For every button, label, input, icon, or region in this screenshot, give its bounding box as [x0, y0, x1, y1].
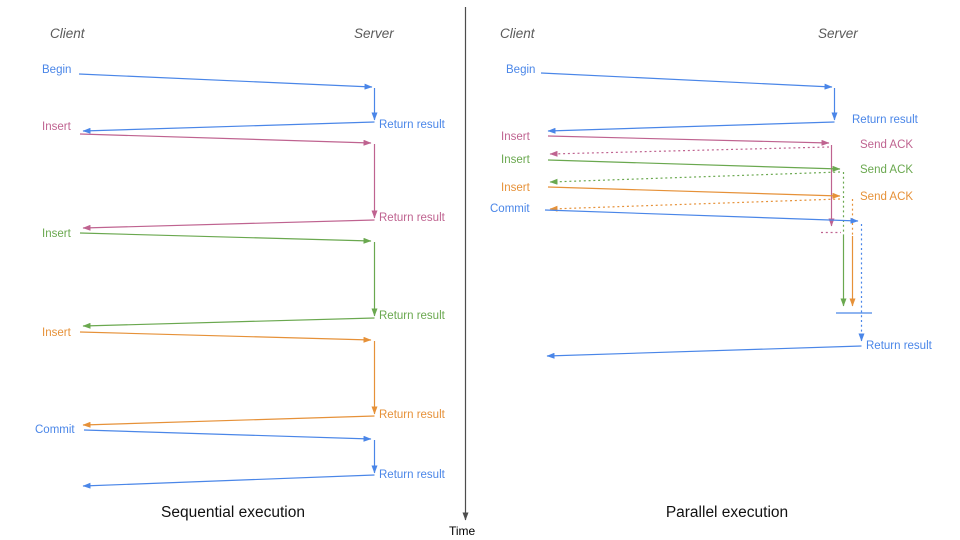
- message-label: Send ACK: [860, 164, 914, 176]
- message-arrow: [544, 209, 859, 224]
- message-arrow: [547, 135, 830, 146]
- right-panel-client-header: Client: [500, 26, 535, 41]
- message-label: Return result: [852, 114, 918, 126]
- left-panel-client-header: Client: [50, 26, 85, 41]
- message-label: Begin: [506, 64, 536, 76]
- message-arrow: [549, 171, 841, 185]
- message-label: Return result: [379, 469, 445, 481]
- message-arrow: [82, 219, 375, 231]
- message-label: Insert: [501, 154, 530, 166]
- message-label: Begin: [42, 64, 72, 76]
- left-panel-server-header: Server: [354, 26, 394, 41]
- message-arrow: [549, 198, 841, 212]
- message-arrow: [82, 415, 375, 428]
- message-label: Return result: [379, 212, 445, 224]
- message-arrow: [549, 146, 830, 157]
- right-panel-server-header: Server: [818, 26, 858, 41]
- message-arrow: [82, 474, 375, 489]
- message-label: Send ACK: [860, 191, 914, 203]
- message-label: Commit: [490, 203, 530, 215]
- message-arrow: [78, 73, 373, 90]
- message-arrow: [79, 232, 372, 244]
- message-arrow: [82, 121, 375, 134]
- message-arrow: [83, 429, 372, 442]
- message-arrow: [547, 186, 841, 199]
- message-arrow: [546, 345, 862, 359]
- message-label: Return result: [379, 409, 445, 421]
- message-label: Insert: [42, 228, 71, 240]
- message-label: Insert: [501, 182, 530, 194]
- message-arrow: [540, 72, 833, 90]
- message-arrow: [79, 331, 372, 343]
- message-arrow: [79, 133, 372, 146]
- message-label: Insert: [42, 121, 71, 133]
- message-arrow: [547, 121, 835, 134]
- message-label: Commit: [35, 424, 75, 436]
- message-arrow: [547, 159, 841, 172]
- message-label: Return result: [866, 340, 932, 352]
- message-label: Insert: [42, 327, 71, 339]
- sequential-execution-title: Sequential execution: [161, 504, 305, 521]
- message-arrow: [82, 317, 375, 329]
- parallel-execution-title: Parallel execution: [665, 504, 789, 521]
- message-label: Return result: [379, 119, 445, 131]
- message-label: Return result: [379, 310, 445, 322]
- time-axis-label: Time: [449, 524, 476, 538]
- message-label: Send ACK: [860, 139, 914, 151]
- message-label: Insert: [501, 131, 530, 143]
